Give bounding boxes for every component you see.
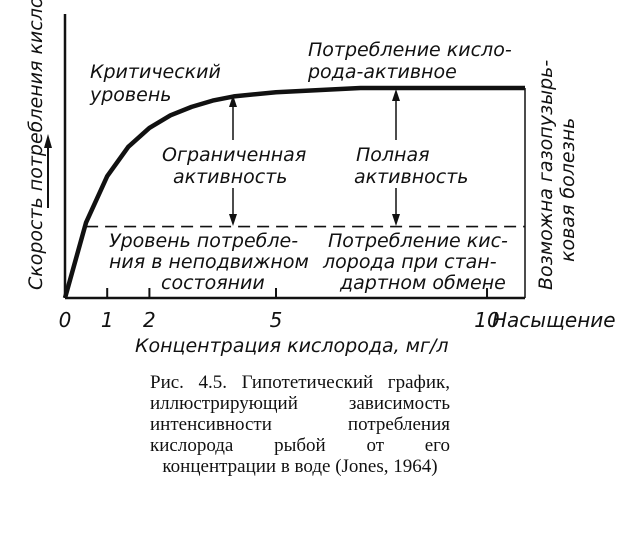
annotation-critical-level-2: уровень	[89, 84, 171, 106]
x-end-label: Насыщение	[492, 308, 616, 332]
x-tick-label-10: 10	[474, 308, 499, 332]
annotation-standard-metabolism-3: дартном обмене	[339, 272, 506, 294]
x-tick-label-1: 1	[101, 308, 114, 332]
y-axis-label: Скорость потребления кислорода	[25, 0, 47, 290]
annotation-rest-level-2: ния в неподвижном	[109, 251, 309, 273]
series-line-oxygen-consumption	[62, 85, 525, 299]
annotation-standard-metabolism-1: Потребление кис-	[328, 230, 508, 252]
x-tick-labels: 0 1 2 5 10	[59, 308, 500, 332]
x-tick-label-2: 2	[143, 308, 156, 332]
annotation-rest-level-3: состоянии	[161, 272, 265, 294]
figure-caption: Рис. 4.5. Гипотетический график, иллюстр…	[150, 372, 450, 477]
x-axis-label: Концентрация кислорода, мг/л	[135, 335, 449, 357]
annotation-limited-activity-2: активность	[173, 166, 288, 188]
y-axis-arrowhead	[44, 134, 52, 148]
annotation-gas-bubble-2: ковая болезнь	[557, 118, 579, 262]
annotation-full-activity-2: активность	[354, 166, 469, 188]
x-ticks	[106, 88, 526, 298]
annotation-limited-activity-1: Ограниченная	[162, 144, 306, 166]
arrow-full-activity-up	[392, 89, 400, 140]
annotation-active-consumption-2: рода-активное	[307, 61, 457, 83]
annotation-full-activity-1: Полная	[356, 144, 430, 166]
arrow-limited-activity-up	[229, 95, 237, 140]
annotation-critical-level-1: Критический	[90, 61, 221, 83]
annotation-rest-level-1: Уровень потребле-	[109, 230, 298, 252]
x-tick-label-0: 0	[59, 308, 72, 332]
arrow-full-activity-down	[392, 188, 400, 226]
annotation-standard-metabolism-2: лорода при стан-	[322, 251, 497, 273]
annotation-gas-bubble-1: Возможна газопузырь-	[535, 60, 557, 290]
chart: 0 1 2 5 10 Насыщение Скорость потребления ки…	[25, 0, 616, 357]
x-tick-label-5: 5	[270, 308, 283, 332]
annotation-active-consumption-1: Потребление кисло-	[308, 39, 512, 61]
arrow-limited-activity-down	[229, 188, 237, 226]
